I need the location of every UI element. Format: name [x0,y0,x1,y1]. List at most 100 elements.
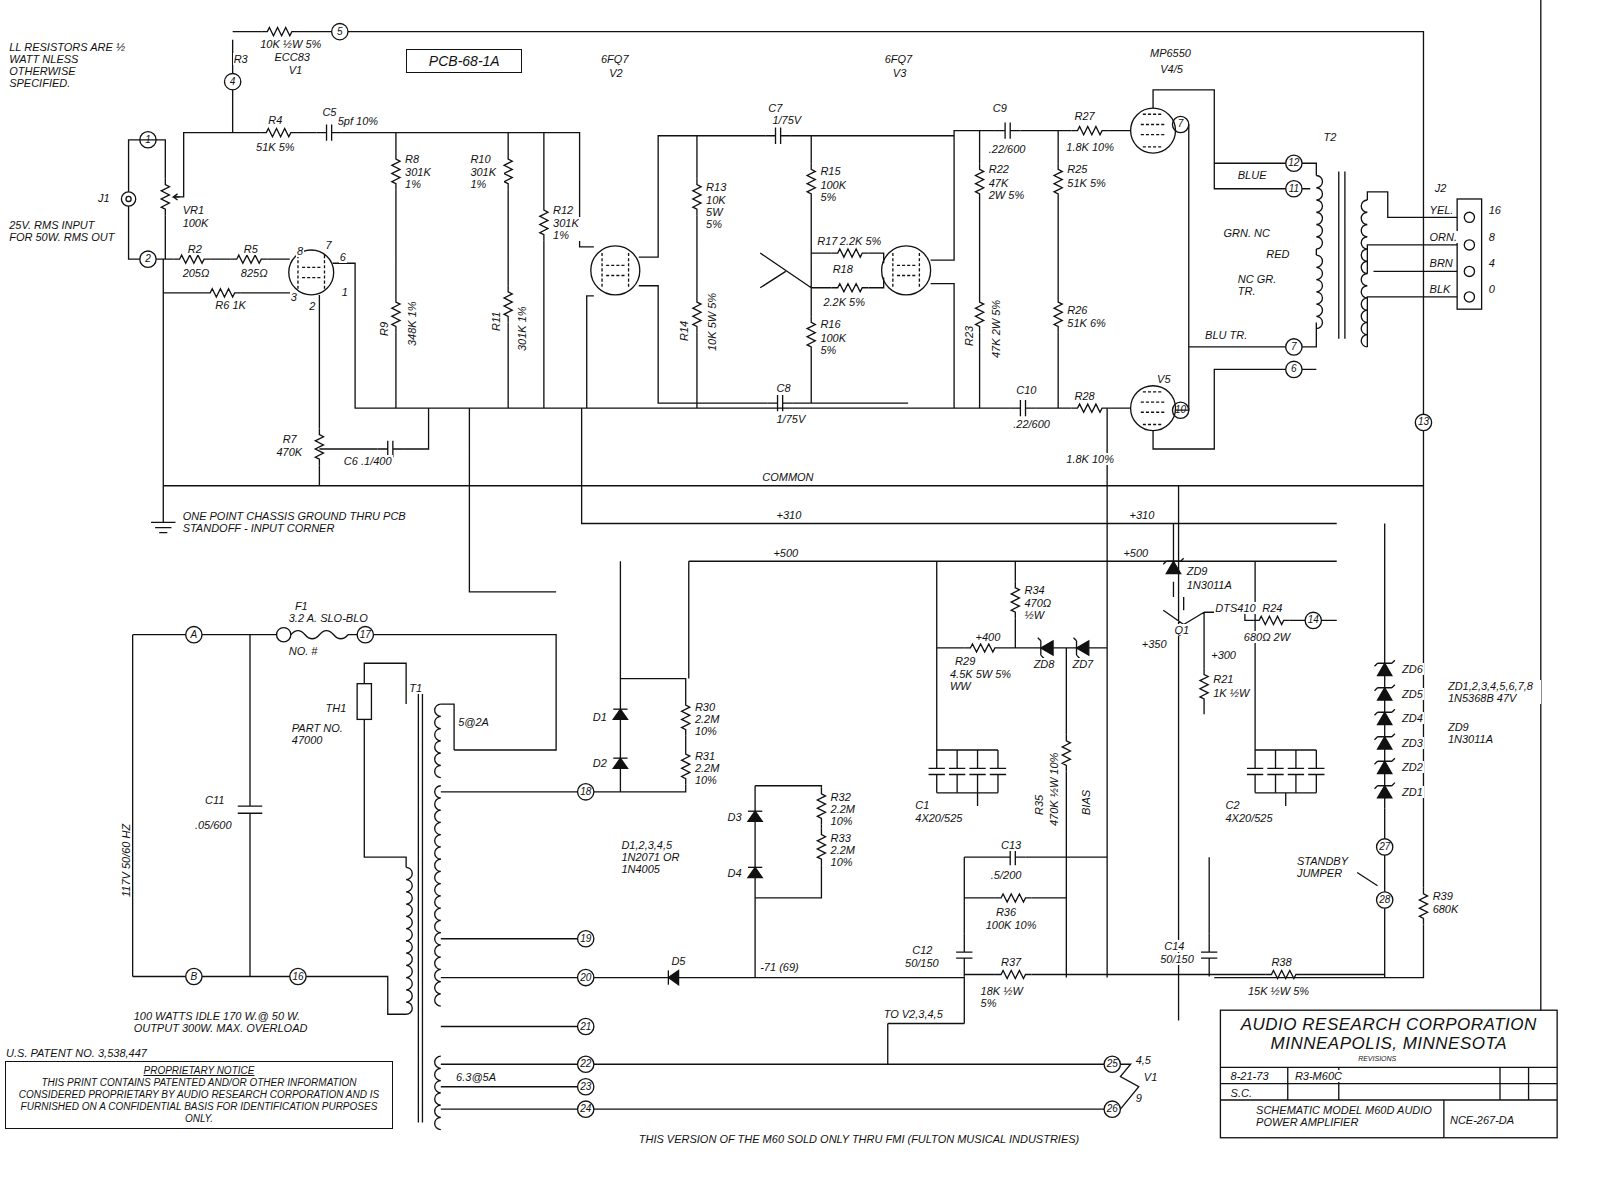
part-label: 51K 5% [1066,177,1107,189]
node-heading: AUDIO RESEARCH CORPORATION MINNEAPOLIS, … [1228,1015,1549,1053]
part-label: NC GR. TR. [1237,273,1278,297]
part-label: R33 [830,832,852,844]
part-label: .05/600 [194,819,233,831]
part-label: R6 1K [214,299,247,311]
part-label: 25V. RMS INPUT FOR 50W. RMS OUT [8,219,117,243]
part-label: 4 [1488,257,1496,269]
part-label: 15K ½W 5% [1247,985,1310,997]
part-label: J2 [1434,182,1448,194]
part-label: C2 [1224,799,1240,811]
part-label: R14 [678,320,690,342]
part-label: 8-21-73 [1230,1070,1270,1082]
part-label: 2 [308,300,316,312]
part-label: R36 [995,906,1017,918]
part-label: 470Ω ½W [1023,597,1066,621]
part-label: -71 (69) [759,961,800,973]
part-label: C9 [992,102,1008,114]
part-label: +300 [1210,649,1237,661]
part-label: 1/75V [776,413,807,425]
part-label: F1 [294,600,309,612]
part-label: 100 WATTS IDLE 170 W.@ 50 W. OUTPUT 300W… [133,1010,329,1034]
part-label: D4 [727,867,743,879]
part-label: 470K [276,446,304,458]
part-label: 2.2K 5% [822,296,866,308]
part-label: C12 [911,944,933,956]
part-label: 8 [296,245,304,257]
part-label: YEL. [1429,204,1455,216]
node-heading: PCB-68-1A [413,53,515,69]
part-label: NO. # [288,645,319,657]
part-label: R28 [1073,390,1095,402]
callout-number: 4 [230,76,236,88]
part-label: C8 [776,382,792,394]
part-label: 6.3@5A [455,1071,497,1083]
node-body: THIS PRINT CONTAINS PATENTED AND/OR OTHE… [12,1077,386,1125]
part-label: 2.2M 10% [694,762,737,786]
callout-number: 13 [1418,416,1429,428]
part-label: U.S. PATENT NO. 3,538,447 [5,1047,148,1059]
part-label: 6FQ7 [600,53,630,65]
part-label: 1/75V [771,114,802,126]
part-label: +350 [1141,638,1168,650]
part-label: ZD8 [1033,658,1056,670]
part-label: 1K ½W [1212,687,1250,699]
part-label: BRN [1429,257,1454,269]
part-label: 47K 2W 5% [988,177,1027,201]
part-label: R27 [1073,110,1095,122]
part-label: .5/200 [990,869,1023,881]
part-label: ZD2 [1401,761,1424,773]
part-label: V4/5 [1159,63,1184,75]
part-label: SCHEMATIC MODEL M60D AUDIO POWER AMPLIFI… [1255,1104,1436,1128]
part-label: 51K 6% [1066,317,1107,329]
part-label: 16 [1488,204,1502,216]
part-label: C14 [1163,940,1185,952]
part-label: 301K 1% [552,217,585,241]
part-label: R16 [819,318,841,330]
part-label: 117V 50/60 HZ [120,823,132,898]
callout-number: 5 [337,26,343,38]
part-label: 680K [1432,903,1460,915]
part-label: TO V2,3,4,5 [883,1008,944,1020]
part-label: VR1 [182,204,205,216]
part-label: R11 [490,310,502,331]
part-label: 0 [1488,283,1496,295]
part-label: GRN. NC [1222,227,1270,239]
part-label: S.C. [1230,1087,1253,1099]
part-label: 10K 5W 5% [705,194,742,230]
part-label: R4 [267,114,283,126]
callout-number: 16 [292,971,303,983]
part-label: D1,2,3,4,5 1N2071 OR 1N4005 [620,839,706,875]
part-label: ONE POINT CHASSIS GROUND THRU PCB STANDO… [182,510,465,534]
part-label: .22/600 [1012,418,1045,430]
part-label: 47K 2W 5% [990,299,1002,359]
callout-number: B [191,971,198,983]
part-label: R17 [816,235,838,247]
part-label: STANDBY JUMPER [1296,855,1357,879]
title-block: AUDIO RESEARCH CORPORATION MINNEAPOLIS, … [1222,1012,1555,1056]
part-label: 4,5 [1135,1054,1152,1066]
part-label: ZD1 [1401,786,1424,798]
part-label: 680Ω 2W [1243,631,1291,643]
part-label: ZD3 [1401,737,1424,749]
part-label: 205Ω [182,267,211,279]
callout-number: 27 [1379,841,1390,853]
part-label: BLU TR. [1204,329,1248,341]
part-label: C10 [1015,384,1037,396]
part-label: 9 [1135,1092,1143,1104]
callout-number: 11 [1289,183,1299,195]
part-label: R23 [963,325,975,347]
part-label: +500 [772,547,799,559]
part-label: R24 [1261,602,1283,614]
part-label: ZD5 [1401,688,1424,700]
part-label: D5 [670,955,686,967]
part-label: 6FQ7 [884,53,914,65]
callout-number: 24 [580,1103,591,1115]
part-label: ZD4 [1401,712,1424,724]
part-label: THIS VERSION OF THE M60 SOLD ONLY THRU F… [638,1133,1080,1145]
part-label: C5 [321,106,337,118]
part-label: R10 [469,153,491,165]
callout-number: 7 [1291,341,1297,353]
part-label: R37 [1000,956,1022,968]
part-label: NCE-267-DA [1449,1114,1515,1126]
